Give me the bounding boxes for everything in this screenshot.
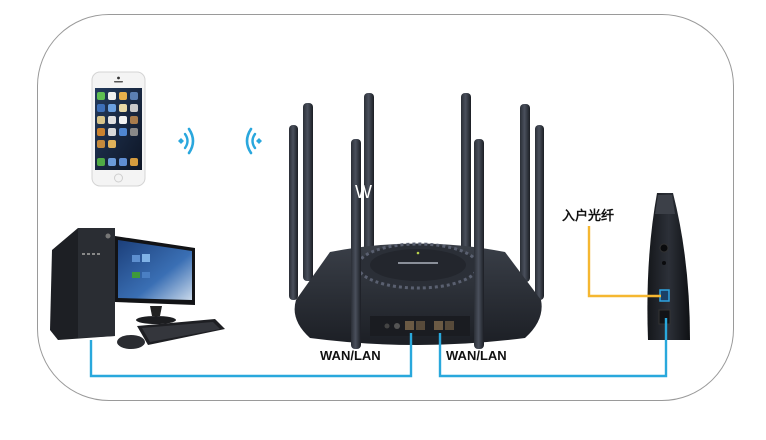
- router-ethernet-port: [434, 321, 443, 330]
- phone-app-icons: [97, 92, 138, 166]
- router-ethernet-port: [405, 321, 414, 330]
- phone-camera: [117, 76, 120, 80]
- router-ethernet-port: [445, 321, 454, 330]
- ethernet-cable-pc-router: [89, 333, 413, 378]
- wifi-signal-out-icon: [178, 127, 195, 155]
- ethernet-cable-router-modem: [438, 318, 668, 378]
- optical-modem: [647, 193, 690, 340]
- antenna: [461, 93, 471, 258]
- modem-ethernet-port: [658, 309, 671, 325]
- antenna: [289, 125, 298, 300]
- antenna: [535, 125, 544, 300]
- router-reset-hole: [384, 323, 390, 329]
- monitor-stand: [150, 306, 162, 316]
- modem-button: [659, 243, 669, 253]
- router-top-disc: [370, 249, 466, 281]
- modem-fiber-port: [659, 289, 670, 302]
- router-led: [416, 251, 420, 255]
- antenna: [303, 103, 313, 281]
- antenna: [520, 104, 530, 282]
- pc-power-button: [105, 233, 111, 239]
- antenna: [351, 139, 361, 349]
- router-logo: [398, 262, 438, 264]
- modem-led: [662, 261, 666, 265]
- antenna: [474, 139, 484, 349]
- phone-speaker: [114, 81, 123, 83]
- router-overlay-text: W: [355, 182, 372, 202]
- modem-top-vent: [655, 195, 675, 214]
- modem-body: [647, 193, 690, 340]
- router: [289, 93, 544, 349]
- router-port-label-right: WAN/LAN: [446, 348, 507, 363]
- pc-tower-front: [78, 228, 115, 338]
- antenna: [364, 93, 374, 258]
- router-port-label-left: WAN/LAN: [320, 348, 381, 363]
- wifi-signal-in-icon: [245, 127, 262, 155]
- fiber-in-label: 入户光纤: [562, 209, 615, 224]
- router-power-port: [394, 323, 400, 329]
- fiber-cable: [587, 226, 661, 298]
- desktop-pc: [50, 228, 225, 349]
- mouse: [117, 335, 145, 349]
- smartphone: [91, 71, 146, 187]
- phone-home-button: [114, 173, 123, 183]
- monitor-base: [136, 316, 176, 324]
- router-ethernet-port: [416, 321, 425, 330]
